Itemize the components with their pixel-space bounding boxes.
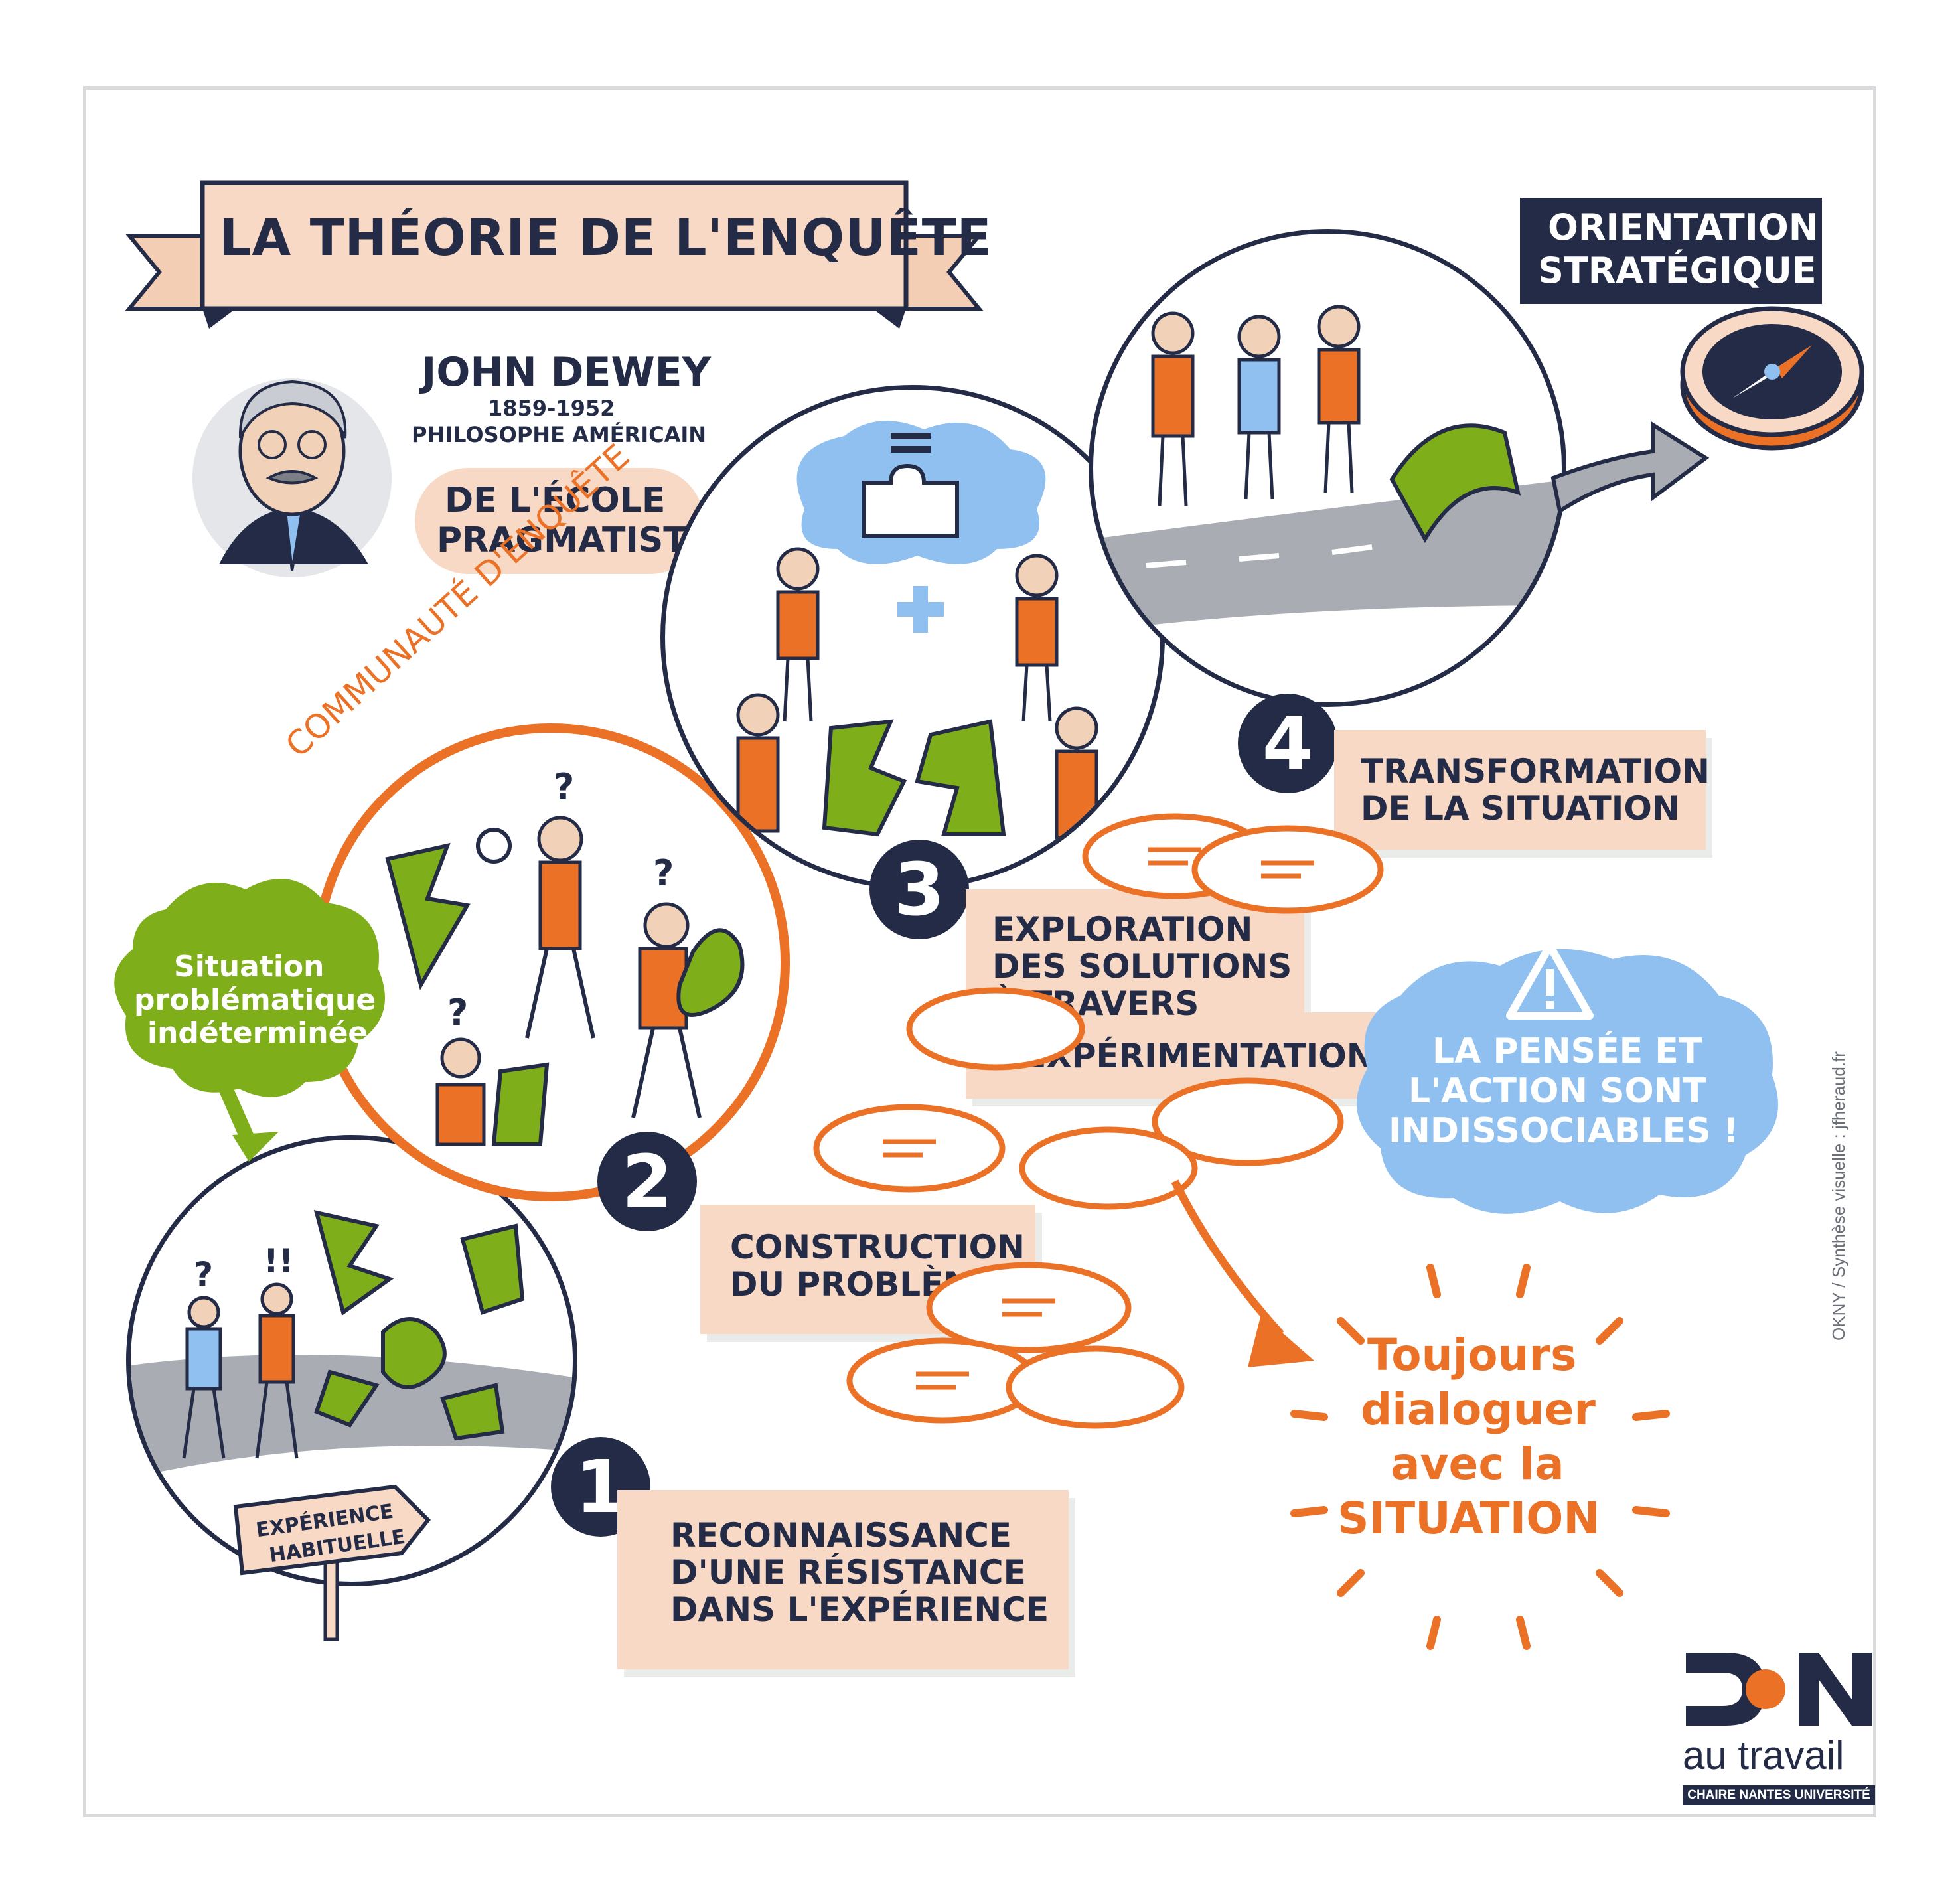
inquirers-illustration: ? ? ?: [385, 766, 745, 1146]
school-bubble: [415, 468, 704, 574]
page-title: LA THÉORIE DE L'ENQUÊTE: [219, 208, 992, 267]
dialogue-line-4: SITUATION: [1337, 1493, 1600, 1544]
orientation-line-2: STRATÉGIQUE: [1538, 250, 1817, 291]
celebration-illustration: [1093, 305, 1562, 632]
author-name: JOHN DEWEY: [421, 349, 712, 396]
collaboration-illustration: [736, 421, 1098, 840]
step-4-box: TRANSFORMATION DE LA SITUATION: [1334, 730, 1710, 850]
dewey-portrait: [192, 345, 398, 584]
outer-frame: [83, 86, 1876, 1817]
road-arrow: [1550, 421, 1710, 514]
svg-text:?: ?: [653, 852, 674, 894]
warning-line-2: L'ACTION SONT: [1408, 1071, 1706, 1111]
logo-text: au travail: [1683, 1733, 1845, 1778]
step-1-line-2: D'UNE RÉSISTANCE: [670, 1553, 1026, 1592]
step-2-line-1: CONSTRUCTION: [730, 1228, 1025, 1266]
step-2-circle: ? ? ?: [312, 723, 790, 1201]
situation-cloud: [114, 879, 385, 1162]
step-4-number: 4: [1238, 694, 1337, 793]
dialogue-line-1: Toujours: [1367, 1329, 1577, 1381]
step-1-box: RECONNAISSANCE D'UNE RÉSISTANCE DANS L'E…: [617, 1490, 1069, 1669]
warning-line-1: LA PENSÉE ET: [1432, 1031, 1702, 1071]
warning-cloud: [1357, 949, 1778, 1214]
step-3-number: 3: [869, 840, 969, 939]
speech-bubbles: [813, 813, 1384, 1429]
signpost-board: [233, 1484, 431, 1641]
dewey-portrait-illustration: [192, 378, 392, 577]
school-line-1: DE L'ÉCOLE: [445, 481, 666, 520]
svg-text:?: ?: [447, 992, 468, 1033]
dialogue-line-3: avec la: [1391, 1438, 1564, 1489]
step-4-line-2: DE LA SITUATION: [1361, 789, 1680, 828]
warning-icon: [1506, 942, 1594, 1020]
orientation-label: [1520, 198, 1822, 304]
author-dates: 1859-1952: [488, 396, 615, 421]
dialogue-burst: [1290, 1264, 1670, 1650]
school-line-2: PRAGMATISTE: [437, 520, 711, 560]
situation-line-3: indéterminée: [147, 1016, 368, 1050]
step-3-line-1: EXPLORATION: [992, 910, 1253, 949]
orientation-line-1: ORIENTATION: [1548, 206, 1819, 248]
step-1-line-3: DANS L'EXPÉRIENCE: [670, 1590, 1049, 1629]
svg-text:?: ?: [194, 1255, 213, 1294]
step-1-line-1: RECONNAISSANCE: [670, 1516, 1012, 1555]
don-logo-icon: [1686, 1653, 1872, 1726]
compass-icon: [1680, 306, 1864, 451]
situation-line-2: problématique: [134, 983, 376, 1017]
step-3-line-2: DES SOLUTIONS: [992, 947, 1292, 986]
credit-text: OKNY / Synthèse visuelle : jfheraud.fr: [1829, 1051, 1848, 1341]
walkers-illustration: ? !!: [182, 1242, 299, 1459]
warning-line-3: INDISSOCIABLES !: [1389, 1111, 1739, 1151]
logo-subtitle: CHAIRE NANTES UNIVERSITÉ: [1683, 1785, 1875, 1805]
step-3-circle: [660, 385, 1165, 889]
svg-text:?: ?: [554, 766, 574, 808]
step-4-line-1: TRANSFORMATION: [1361, 752, 1710, 791]
author-role: PHILOSOPHE AMÉRICAIN: [412, 422, 707, 447]
title-ribbon: [125, 180, 984, 329]
broken-pieces-illustration: [313, 1209, 525, 1441]
situation-line-1: Situation: [174, 950, 325, 984]
dialogue-line-2: dialoguer: [1361, 1384, 1596, 1435]
step-4-circle: [1089, 229, 1566, 707]
svg-text:!!: !!: [264, 1242, 294, 1280]
step-2-number: 2: [597, 1132, 697, 1231]
